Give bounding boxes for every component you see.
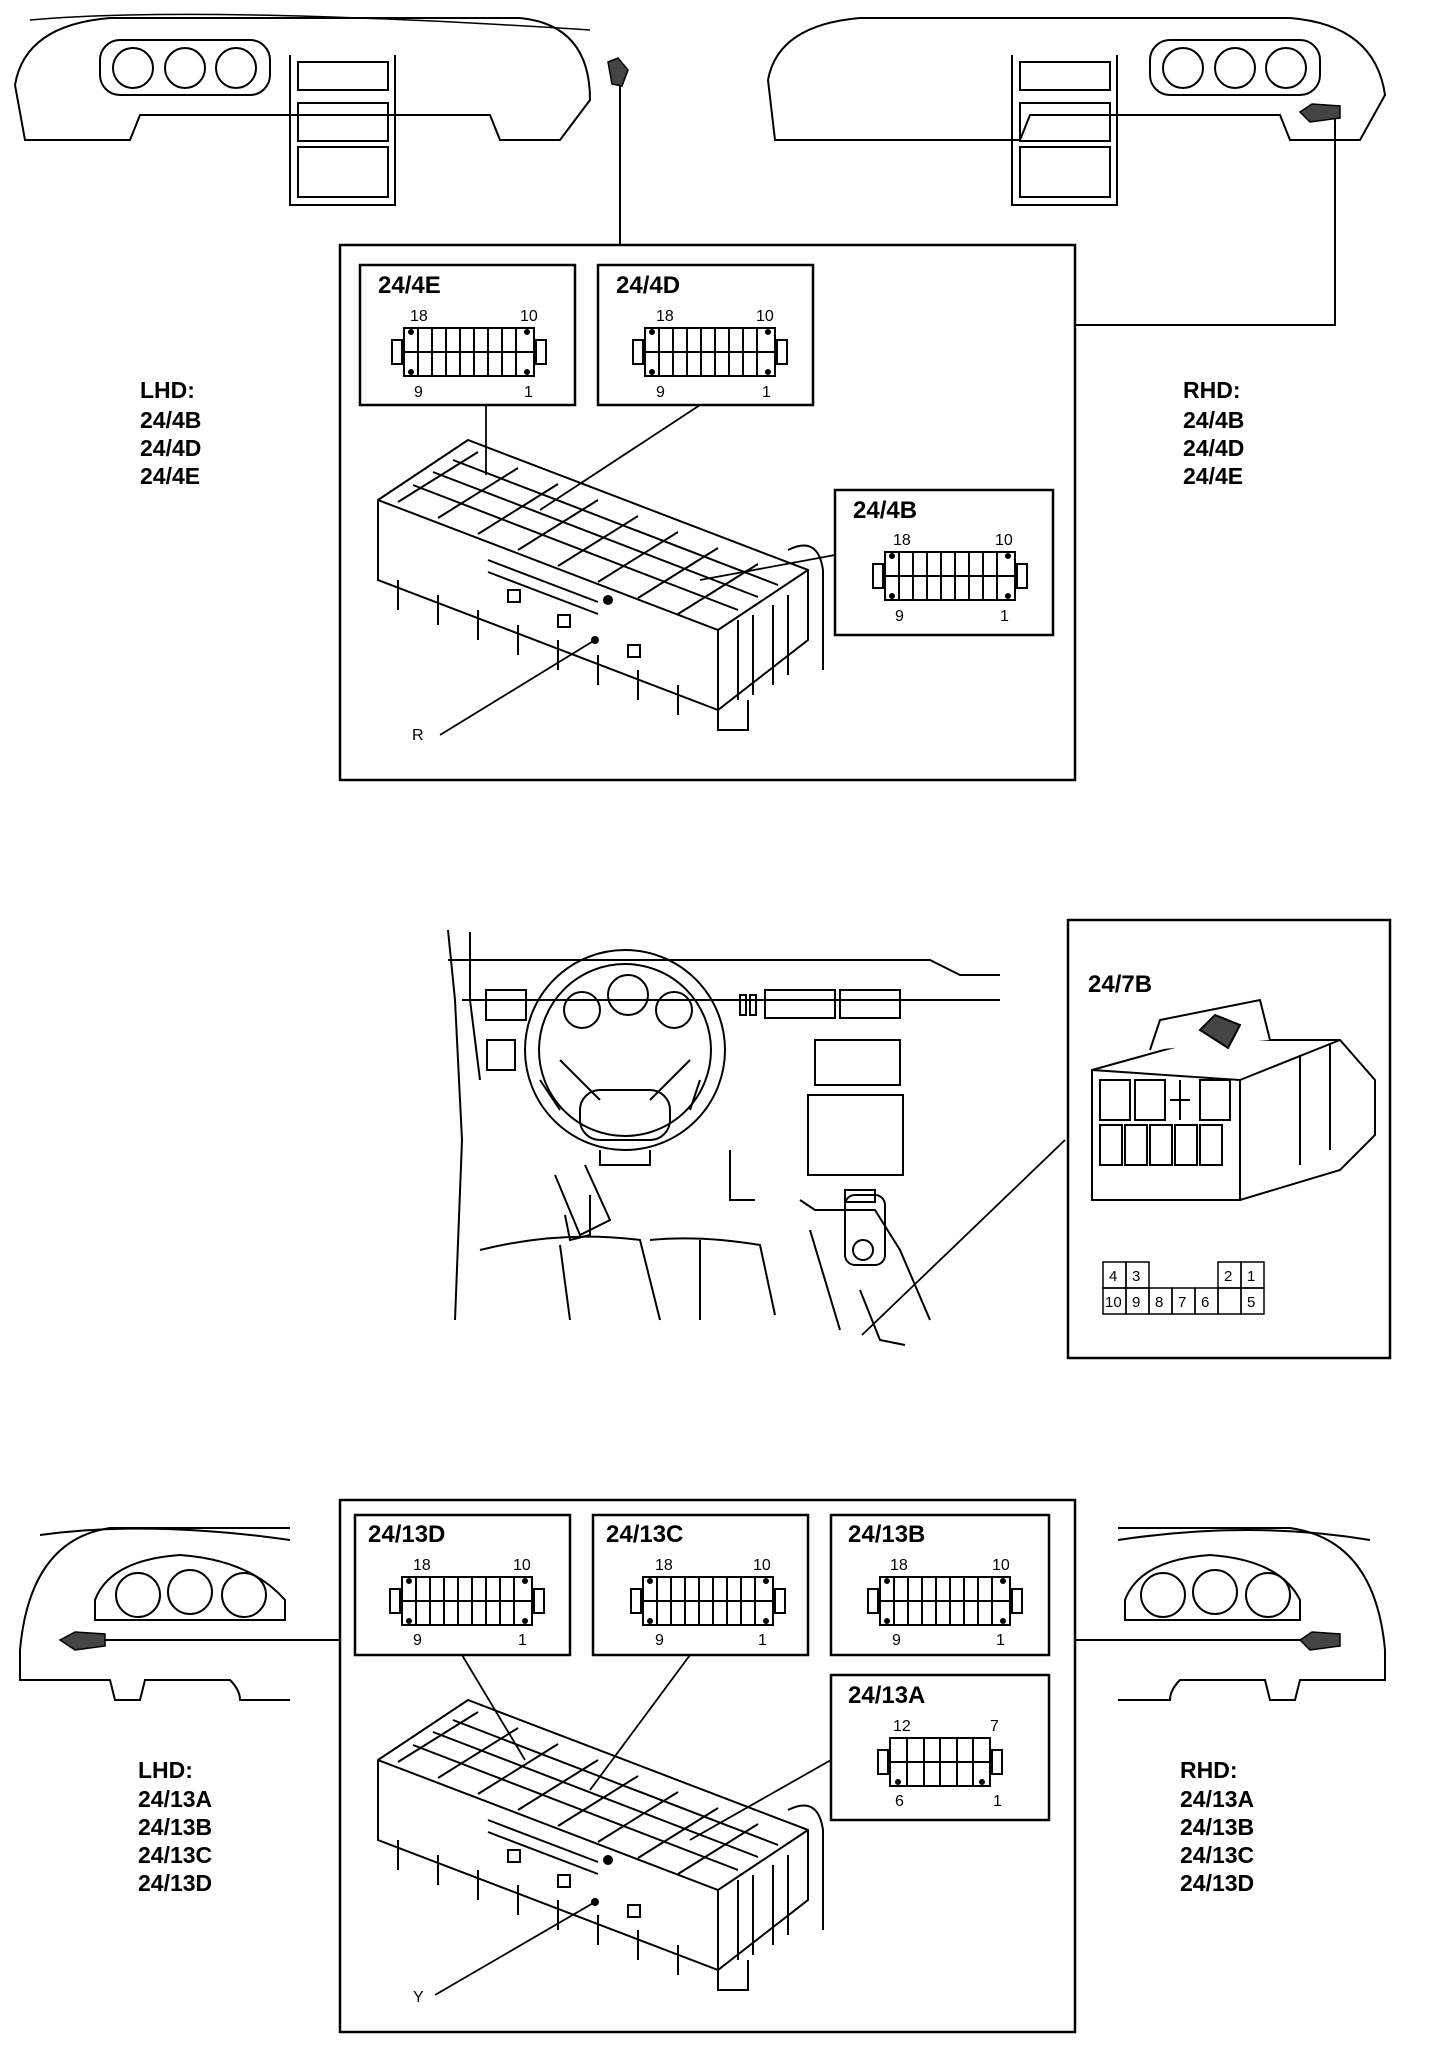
pin-number: 1 [996, 1632, 1005, 1649]
pin-number: 10 [513, 1557, 531, 1574]
central-electrical-unit-drawing: R [377, 404, 836, 744]
connector-label: 24/13C [606, 1521, 683, 1548]
pin-number: 10 [992, 1557, 1010, 1574]
pin-number: 9 [655, 1632, 664, 1649]
connector-plug-icon [1298, 103, 1341, 123]
svg-text:24/13C: 24/13C [138, 1842, 212, 1868]
svg-text:24/4B: 24/4B [140, 407, 201, 433]
connector-24-4d: 24/4D 18 10 9 1 [596, 263, 815, 407]
pin-number: 9 [414, 384, 423, 401]
svg-text:24/4E: 24/4E [1183, 463, 1243, 489]
svg-text:1: 1 [1247, 1268, 1255, 1285]
connector-label: 24/4E [378, 272, 441, 299]
svg-text:10: 10 [1105, 1294, 1122, 1311]
svg-text:24/4E: 24/4E [140, 463, 200, 489]
pin-number: 18 [413, 1557, 431, 1574]
rhd-label-block: RHD: 24/13A 24/13B 24/13C 24/13D [1180, 1757, 1254, 1896]
pin-number: 18 [890, 1557, 908, 1574]
svg-text:24/4B: 24/4B [1183, 407, 1244, 433]
svg-text:RHD:: RHD: [1180, 1757, 1238, 1783]
middle-section: 24/7B [447, 918, 1392, 1360]
connector-label: 24/13D [368, 1521, 445, 1548]
rhd-dashboard-drawing [1075, 1527, 1386, 1701]
pin-number: 18 [893, 532, 911, 549]
connector-label: 24/13A [848, 1682, 925, 1709]
top-detail-frame [338, 243, 1077, 782]
svg-text:24/13D: 24/13D [138, 1870, 212, 1896]
bottom-detail-frame [338, 1498, 1077, 2034]
connector-label: 24/4D [616, 272, 680, 299]
lhd-dashboard-drawing [19, 1527, 340, 1701]
svg-text:24/13A: 24/13A [138, 1786, 212, 1812]
lhd-label-block: LHD: 24/13A 24/13B 24/13C 24/13D [138, 1757, 212, 1896]
pin-number: 9 [413, 1632, 422, 1649]
connector-24-4e: 24/4E 18 10 9 1 [358, 263, 577, 407]
connector-24-4b: 24/4B 18 10 9 1 [833, 488, 1055, 637]
svg-text:LHD:: LHD: [138, 1757, 193, 1783]
pin-number: 18 [655, 1557, 673, 1574]
lhd-dashboard-drawing [13, 13, 629, 245]
rhd-dashboard-drawing [766, 17, 1387, 326]
pin-number: 9 [895, 608, 904, 625]
connector-24-13b: 24/13B 18 10 9 1 [829, 1513, 1051, 1657]
svg-text:3: 3 [1132, 1268, 1140, 1285]
rhd-label-block: RHD: 24/4B 24/4D 24/4E [1183, 377, 1244, 489]
connector-label: 24/7B [1088, 971, 1152, 998]
pin-number: 9 [656, 384, 665, 401]
connector-housing-drawing [1091, 998, 1376, 1201]
svg-text:24/13B: 24/13B [138, 1814, 212, 1840]
top-section: 24/4E 18 10 9 1 24/4D 18 10 9 1 24/4B 18… [13, 13, 1387, 782]
svg-text:24/4D: 24/4D [140, 435, 201, 461]
pin-number: 1 [762, 384, 771, 401]
pin-number: 10 [520, 308, 538, 325]
pin-number: 1 [993, 1793, 1002, 1810]
location-marker: R [412, 727, 424, 744]
bottom-section: 24/13D 18 10 9 1 24/13C 18 10 9 1 24/13B… [19, 1498, 1386, 2034]
svg-text:8: 8 [1155, 1294, 1163, 1311]
svg-text:LHD:: LHD: [140, 377, 195, 403]
pin-number: 1 [758, 1632, 767, 1649]
svg-text:RHD:: RHD: [1183, 377, 1241, 403]
connector-24-7b: 24/7B [1066, 918, 1392, 1360]
svg-text:24/13C: 24/13C [1180, 1842, 1254, 1868]
connector-label: 24/13B [848, 1521, 925, 1548]
pin-grid: 4 3 2 1 10 9 8 7 6 5 [1102, 1261, 1265, 1315]
pin-number: 18 [656, 308, 674, 325]
svg-text:24/4D: 24/4D [1183, 435, 1244, 461]
pin-number: 6 [895, 1793, 904, 1810]
location-marker: Y [413, 1989, 424, 2006]
pin-number: 1 [1000, 608, 1009, 625]
pin-number: 7 [990, 1718, 999, 1735]
svg-text:4: 4 [1109, 1268, 1117, 1285]
connector-24-13c: 24/13C 18 10 9 1 [591, 1513, 810, 1657]
svg-text:24/13D: 24/13D [1180, 1870, 1254, 1896]
connector-24-13d: 24/13D 18 10 9 1 [353, 1513, 572, 1657]
vehicle-interior-drawing [447, 929, 1066, 1346]
central-electrical-unit-drawing: Y [377, 1654, 832, 2006]
svg-text:24/13A: 24/13A [1180, 1786, 1254, 1812]
lhd-label-block: LHD: 24/4B 24/4D 24/4E [140, 377, 201, 489]
connector-label: 24/4B [853, 497, 917, 524]
pin-number: 12 [893, 1718, 911, 1735]
svg-text:9: 9 [1132, 1294, 1140, 1311]
svg-text:7: 7 [1178, 1294, 1186, 1311]
svg-text:5: 5 [1247, 1294, 1255, 1311]
pin-number: 18 [410, 308, 428, 325]
pin-number: 9 [892, 1632, 901, 1649]
svg-text:2: 2 [1224, 1268, 1232, 1285]
connector-plug-icon [607, 57, 629, 87]
svg-text:6: 6 [1201, 1294, 1209, 1311]
pin-number: 1 [524, 384, 533, 401]
pin-number: 10 [753, 1557, 771, 1574]
pin-number: 1 [518, 1632, 527, 1649]
pin-number: 10 [756, 308, 774, 325]
connector-24-13a: 24/13A 12 7 6 1 [829, 1673, 1051, 1822]
pin-number: 10 [995, 532, 1013, 549]
svg-text:24/13B: 24/13B [1180, 1814, 1254, 1840]
